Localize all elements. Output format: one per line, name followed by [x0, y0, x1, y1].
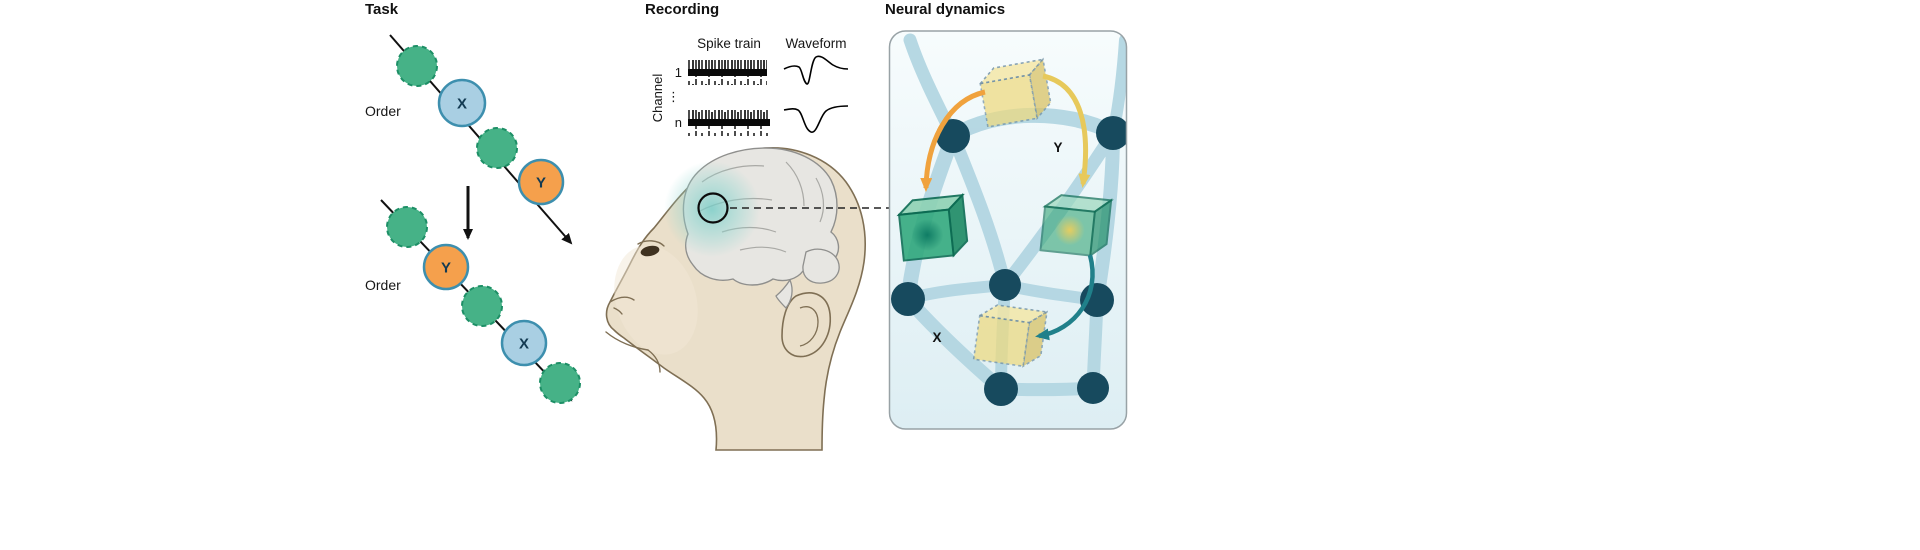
- channel-1-label: 1: [675, 65, 682, 80]
- stimulus-y2-shape: [422, 243, 470, 291]
- spike-train-n-band: [688, 119, 770, 126]
- order-label-top: Order: [365, 103, 401, 119]
- stimulus-y-label: Y: [536, 175, 546, 192]
- stimulus-circle-y2: Y: [422, 243, 470, 291]
- distractor-circle: [539, 362, 581, 404]
- waveform-1: [783, 55, 849, 85]
- waveform-header: Waveform: [785, 36, 846, 51]
- stimulus-circle-x: X: [437, 78, 487, 128]
- sequence-bottom: Y X Order: [365, 199, 581, 404]
- distractor-circle: [396, 45, 438, 87]
- neural-dynamics-panel: Y X: [888, 30, 1128, 430]
- cube-y-label: Y: [1053, 140, 1062, 155]
- recording-panel: Spike train Waveform Channel 1 ⋮ n: [605, 36, 892, 451]
- stimulus-y2-label: Y: [441, 260, 451, 277]
- spike-train-row-1: [688, 55, 849, 85]
- brain-stem: [775, 278, 793, 309]
- transition-arrow-yellow: [1042, 73, 1091, 188]
- face-shading: [614, 245, 698, 355]
- channel-ellipsis: ⋮: [667, 89, 680, 104]
- spike-train-row-n: [688, 105, 849, 136]
- distractor-circle: [476, 127, 518, 169]
- stimulus-x2-label: X: [519, 336, 529, 353]
- cube-x-label: X: [932, 330, 941, 345]
- stimulus-y-shape: [517, 158, 565, 206]
- spike-train-1-band: [688, 69, 767, 76]
- channel-n-label: n: [675, 115, 682, 130]
- channel-axis-label: Channel: [650, 74, 665, 123]
- active-cube-right: [1039, 194, 1114, 258]
- neural-panel-border: [888, 30, 1128, 430]
- recording-site-circle: [697, 192, 729, 224]
- neural-panel-title: Neural dynamics: [885, 1, 1006, 18]
- distractor-circle: [461, 285, 503, 327]
- recording-site-glow: [664, 161, 760, 257]
- stimulus-circle-x2: X: [500, 319, 548, 367]
- monkey-eye: [640, 245, 660, 257]
- spike-train-header: Spike train: [697, 36, 761, 51]
- order-label-bottom: Order: [365, 277, 401, 293]
- waveform-n: [783, 105, 849, 133]
- stimulus-x-label: X: [457, 96, 467, 113]
- transition-arrow-teal: [1035, 254, 1095, 341]
- monkey-illustration: [605, 147, 892, 451]
- stimulus-circle-y: Y: [517, 158, 565, 206]
- active-cube-left: [896, 192, 969, 262]
- brain-cerebellum: [802, 248, 840, 284]
- network-nodes: [891, 116, 1127, 406]
- latent-cube-x: [972, 304, 1050, 368]
- recording-panel-title: Recording: [645, 1, 720, 18]
- sequence-top: X Y Order: [365, 34, 573, 245]
- monkey-ear: [781, 292, 831, 358]
- stimulus-x-shape: [437, 78, 487, 128]
- stimulus-x2-shape: [500, 319, 548, 367]
- task-panel-title: Task: [365, 1, 399, 18]
- task-panel: X Y Order Y X Order: [365, 34, 581, 404]
- transition-arrow-orange: [920, 89, 986, 192]
- monkey-face-details: [605, 240, 665, 373]
- distractor-circle: [386, 206, 428, 248]
